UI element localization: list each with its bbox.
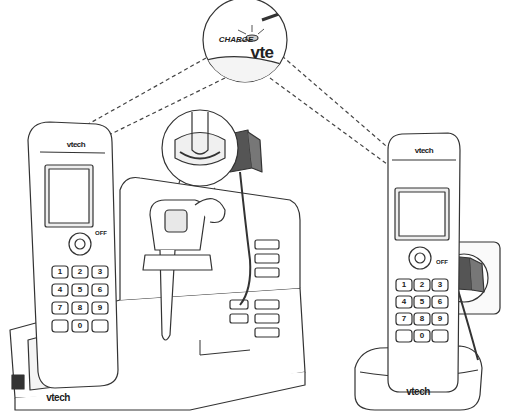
brand-logo: vtech: [46, 393, 70, 403]
key-label: 3: [98, 268, 102, 276]
brand-logo: vtech: [67, 141, 85, 149]
key-label: 6: [438, 298, 442, 306]
key-label: 2: [78, 268, 82, 276]
key-outline: [414, 296, 430, 308]
key-label: 9: [98, 304, 102, 312]
key-outline: [414, 313, 430, 325]
key-outline: [396, 296, 412, 308]
key-outline: [72, 284, 88, 296]
key-outline: [414, 279, 430, 291]
key-outline: [72, 302, 88, 314]
key-label: 1: [402, 281, 406, 289]
brand-logo: vtech: [415, 147, 433, 155]
key-outline: [92, 320, 108, 332]
key-label: OFF: [436, 259, 448, 265]
key-label: 7: [58, 304, 62, 312]
key-outline: [52, 284, 68, 296]
wall-plug-right: [428, 242, 500, 360]
key-outline: [52, 302, 68, 314]
key-label: 9: [438, 315, 442, 323]
key-outline: [432, 279, 448, 291]
key-label: 4: [58, 286, 62, 294]
handset-right: [388, 133, 460, 392]
contact-magnifier: [162, 110, 238, 186]
handset-left: [28, 122, 118, 388]
key-outline: [52, 320, 68, 332]
key-outline: [52, 266, 68, 278]
charge-magnifier: [200, 0, 300, 90]
key-outline: [92, 266, 108, 278]
key-label: OFF: [95, 230, 107, 236]
key-outline: [432, 313, 448, 325]
indicator-label: CHARGE: [219, 36, 254, 44]
key-label: 8: [78, 304, 82, 312]
key-label: 0: [420, 332, 424, 340]
key-outline: [396, 279, 412, 291]
key-outline: [92, 302, 108, 314]
key-label: 3: [438, 281, 442, 289]
key-outline: [396, 313, 412, 325]
key-outline: [72, 266, 88, 278]
brand-logo: vte: [250, 44, 273, 61]
key-outline: [432, 330, 448, 342]
key-label: 2: [420, 281, 424, 289]
brand-logo: vtech: [406, 387, 430, 397]
key-label: 6: [98, 286, 102, 294]
key-outline: [432, 296, 448, 308]
key-outline: [72, 320, 88, 332]
key-label: 5: [78, 286, 82, 294]
key-outline: [414, 330, 430, 342]
key-outline: [396, 330, 412, 342]
key-label: 1: [58, 268, 62, 276]
key-label: 4: [402, 298, 406, 306]
key-outline: [92, 284, 108, 296]
key-label: 7: [402, 315, 406, 323]
key-label: 0: [78, 322, 82, 330]
key-label: 5: [420, 298, 424, 306]
bluetooth-headset: [143, 199, 225, 340]
key-label: 8: [420, 315, 424, 323]
